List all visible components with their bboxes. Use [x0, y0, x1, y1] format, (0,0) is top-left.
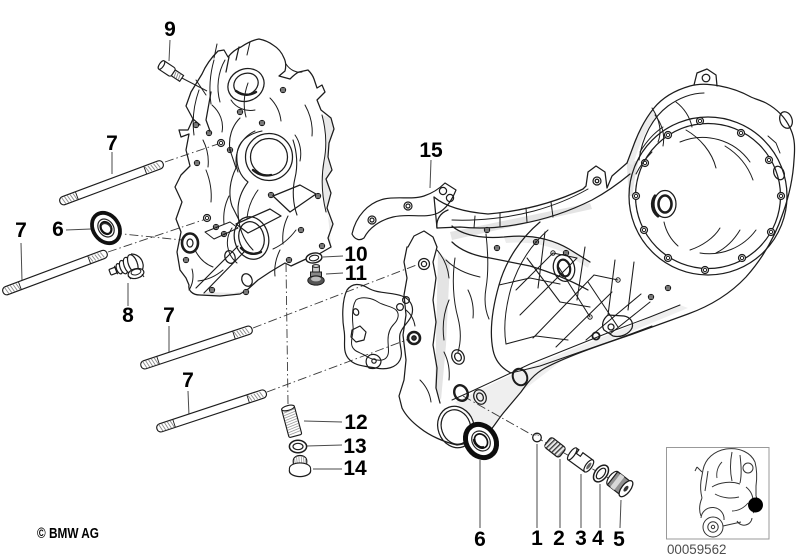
svg-text:11: 11 — [345, 262, 368, 285]
svg-text:2: 2 — [553, 527, 565, 550]
svg-text:9: 9 — [164, 18, 176, 41]
svg-text:8: 8 — [122, 304, 134, 327]
svg-text:6: 6 — [52, 218, 64, 241]
svg-text:© BMW AG: © BMW AG — [37, 526, 99, 542]
svg-text:6: 6 — [474, 528, 486, 551]
svg-text:3: 3 — [575, 527, 587, 550]
svg-text:7: 7 — [15, 219, 27, 242]
svg-text:5: 5 — [613, 528, 625, 551]
svg-text:7: 7 — [106, 132, 118, 155]
svg-text:13: 13 — [343, 435, 366, 458]
svg-text:00059562: 00059562 — [667, 542, 727, 557]
svg-text:1: 1 — [531, 527, 543, 550]
svg-text:10: 10 — [344, 243, 367, 266]
svg-text:15: 15 — [419, 139, 443, 162]
svg-text:7: 7 — [163, 304, 175, 327]
svg-text:4: 4 — [592, 527, 604, 550]
svg-text:12: 12 — [344, 411, 367, 434]
svg-text:14: 14 — [343, 457, 367, 480]
svg-text:7: 7 — [182, 369, 194, 392]
